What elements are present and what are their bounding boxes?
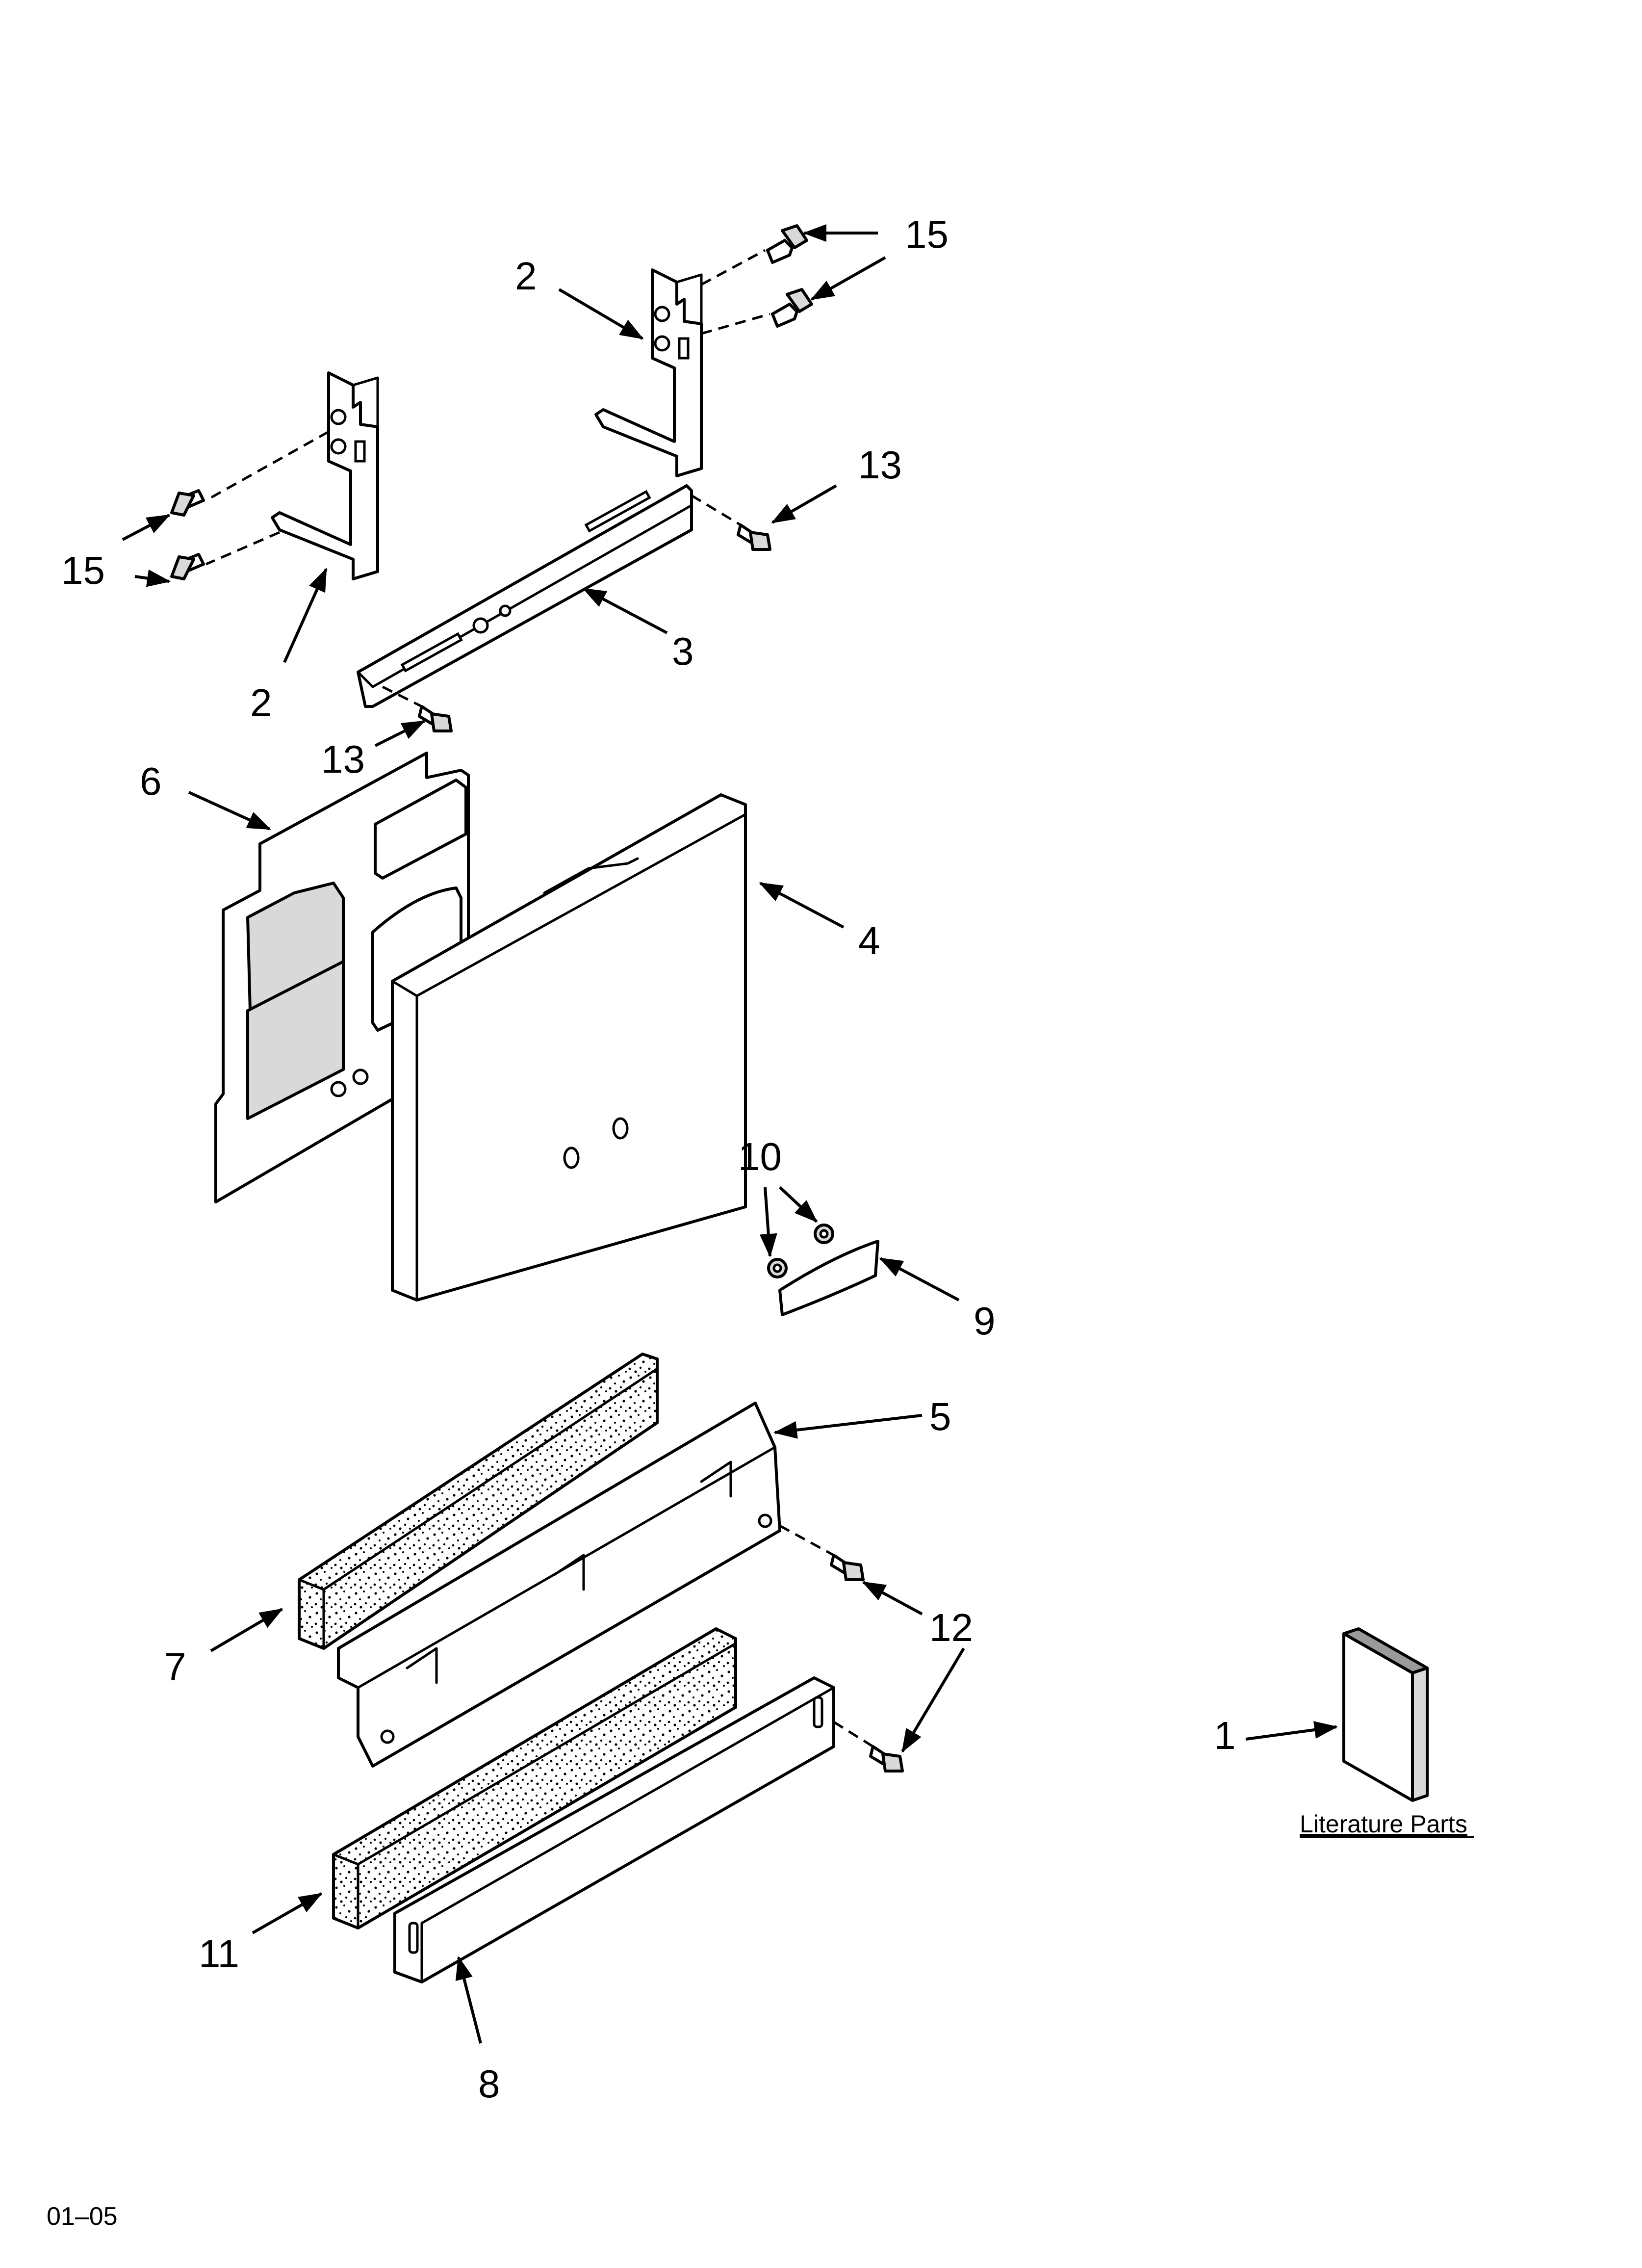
- callout-4: 4: [858, 919, 880, 963]
- screw-13-left: [382, 685, 453, 732]
- outer-door-panel: [391, 793, 747, 1302]
- callout-13-left: 13: [321, 737, 365, 781]
- callout-11: 11: [199, 1932, 239, 1976]
- callout-8: 8: [478, 2062, 500, 2106]
- screw-12-upper: [779, 1524, 865, 1581]
- toe-panel-bracket: [337, 1402, 781, 1768]
- screw-15-left-b: [170, 531, 280, 580]
- callout-13-right: 13: [858, 443, 902, 487]
- screw-13-right: [691, 494, 771, 551]
- screw-15-top-b: [701, 288, 813, 335]
- callout-6: 6: [140, 759, 162, 803]
- literature-booklet: [1342, 1627, 1429, 1802]
- callout-10: 10: [738, 1135, 782, 1178]
- callout-5: 5: [929, 1395, 951, 1438]
- mounting-rail: [357, 484, 693, 708]
- hinge-bracket-right: [594, 268, 703, 477]
- callout-2-top: 2: [515, 254, 537, 298]
- callout-1: 1: [1214, 1714, 1236, 1757]
- page-code: 01–05: [47, 2202, 118, 2231]
- foam-strip-lower: [332, 1627, 737, 1929]
- door-handle: [778, 1240, 879, 1316]
- screw-12-lower: [833, 1721, 904, 1773]
- callout-15-top: 15: [905, 212, 949, 256]
- foam-strip-upper: [298, 1353, 659, 1650]
- screw-15-left-a: [170, 430, 330, 517]
- callout-7: 7: [164, 1645, 186, 1689]
- literature-parts-label: Literature Parts: [1300, 1810, 1467, 1838]
- leader-lines: [122, 224, 1338, 2044]
- nut-10-b: [814, 1224, 834, 1244]
- callout-12: 12: [929, 1606, 973, 1649]
- hinge-bracket-left: [271, 371, 379, 580]
- callout-2-left: 2: [250, 681, 272, 725]
- callout-9: 9: [974, 1299, 996, 1343]
- nut-10-a: [767, 1258, 788, 1278]
- screw-15-top-a: [700, 224, 808, 286]
- kick-plate: [393, 1676, 835, 1983]
- callout-15-left: 15: [61, 548, 105, 592]
- callout-3: 3: [672, 629, 694, 673]
